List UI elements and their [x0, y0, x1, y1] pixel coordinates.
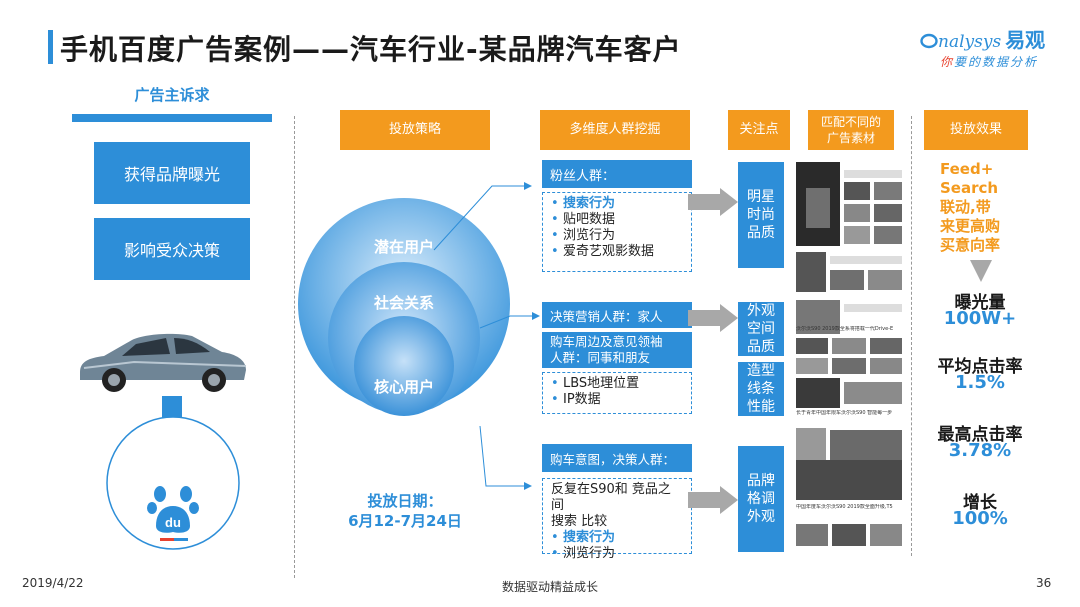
- result-value-exposure: 100W+: [943, 308, 1017, 329]
- col-header-crowd: 多维度人群挖掘: [540, 110, 690, 150]
- result-value-max-ctr: 3.78%: [948, 440, 1012, 461]
- list-item: •浏览行为: [551, 546, 616, 561]
- circle-label-potential: 潜在用户: [373, 238, 434, 256]
- ad-material-column: 沃尔沃S90 2019款全系将搭载一代Drive-E 长于青年中国年限车沃尔沃S…: [796, 160, 906, 550]
- list-item: •爱奇艺观影数据: [551, 244, 655, 259]
- circle-label-core: 核心用户: [373, 378, 434, 396]
- baidu-logo-circle: du: [106, 416, 240, 550]
- ad-thumbnails: [796, 162, 902, 546]
- title-accent-bar: [48, 30, 53, 64]
- divider-right: [911, 116, 912, 556]
- focus-look-space-quality: 外观 空间 品质: [738, 302, 784, 356]
- segment-intent-header: 购车意图，决策人群：: [542, 444, 692, 472]
- focus-shape-line-performance: 造型 线条 性能: [738, 362, 784, 416]
- list-item: •贴吧数据: [551, 212, 616, 227]
- logo-mark-icon: [920, 33, 938, 49]
- result-label-avg-ctr: 平均点击率: [937, 357, 1023, 377]
- page-number: 36: [1036, 576, 1052, 590]
- focus-star-fashion-quality: 明星 时尚 品质: [738, 162, 784, 268]
- segment-fans-header: 粉丝人群：: [542, 160, 692, 188]
- col-header-focus: 关注点: [728, 110, 790, 150]
- segment-family-header: 决策营销人群：家人: [542, 302, 692, 328]
- list-item: •LBS地理位置: [551, 376, 640, 391]
- result-feed-search: Feed+ Search 联动,带 来更高购 买意向率: [940, 160, 1001, 254]
- baidu-paw-icon: du: [147, 486, 199, 533]
- segment-friends-header: 购车周边及意见领袖 人群：同事和朋友: [542, 332, 692, 368]
- svg-text:du: du: [165, 515, 181, 530]
- appeal-title: 广告主诉求: [134, 86, 210, 104]
- result-value-growth: 100%: [952, 508, 1008, 529]
- footer-slogan: 数据驱动精益成长: [501, 580, 598, 594]
- result-value-avg-ctr: 1.5%: [955, 372, 1005, 393]
- logo-tagline: 你要的数据分析: [940, 55, 1039, 69]
- date-value: 6月12-7月24日: [348, 512, 462, 530]
- page-title: 手机百度广告案例——汽车行业-某品牌汽车客户: [60, 33, 682, 66]
- circle-label-social: 社会关系: [373, 294, 434, 312]
- result-label-max-ctr: 最高点击率: [937, 425, 1023, 445]
- appeal-underline: [72, 114, 272, 122]
- segment-friends-body: •LBS地理位置 •IP数据: [542, 372, 692, 414]
- divider-left: [294, 116, 295, 578]
- list-item: •浏览行为: [551, 228, 616, 243]
- thumb-caption-1: 沃尔沃S90 2019款全系将搭载一代Drive-E: [796, 326, 894, 332]
- down-triangle-icon: [970, 260, 992, 282]
- arrow-right-icon: [688, 188, 738, 216]
- user-circles-diagram: [298, 198, 510, 416]
- arrow-right-icon: [688, 304, 738, 332]
- segment-intent-text: 反复在S90和 竞品之间 搜索 比较: [551, 482, 671, 529]
- list-item: •搜索行为: [551, 530, 616, 545]
- connector-lines: [433, 182, 540, 490]
- list-item: •搜索行为: [551, 196, 616, 211]
- logo-en-text: nalysys: [938, 32, 1002, 52]
- logo-cn-text: 易观: [1005, 28, 1046, 52]
- thumb-caption-2: 长于青年中国年限车沃尔沃S90 智能每一步: [796, 410, 893, 416]
- thumb-caption-3: 中国年度车沃尔沃S90 2019款全面升级,T5: [796, 504, 893, 510]
- result-label-growth: 增长: [963, 493, 997, 513]
- col-header-strategy: 投放策略: [340, 110, 490, 150]
- segment-intent-body: 反复在S90和 竞品之间 搜索 比较 •搜索行为 •浏览行为: [542, 478, 692, 561]
- focus-brand-style-look: 品牌 格调 外观: [738, 446, 784, 552]
- list-item: •IP数据: [551, 392, 601, 407]
- date-label: 投放日期：: [367, 492, 443, 510]
- arrow-right-icon: [688, 486, 738, 514]
- result-label-exposure: 曝光量: [954, 293, 1006, 313]
- segment-fans-body: •搜索行为 •贴吧数据 •浏览行为 •爱奇艺观影数据: [542, 192, 692, 272]
- car-image: [80, 333, 247, 392]
- col-header-effect: 投放效果: [924, 110, 1028, 150]
- col-header-material: 匹配不同的 广告素材: [808, 110, 894, 150]
- gray-arrows: [688, 188, 738, 514]
- appeal-item-influence-decision: 影响受众决策: [94, 218, 250, 280]
- appeal-item-brand-exposure: 获得品牌曝光: [94, 142, 250, 204]
- footer-date: 2019/4/22: [22, 576, 84, 590]
